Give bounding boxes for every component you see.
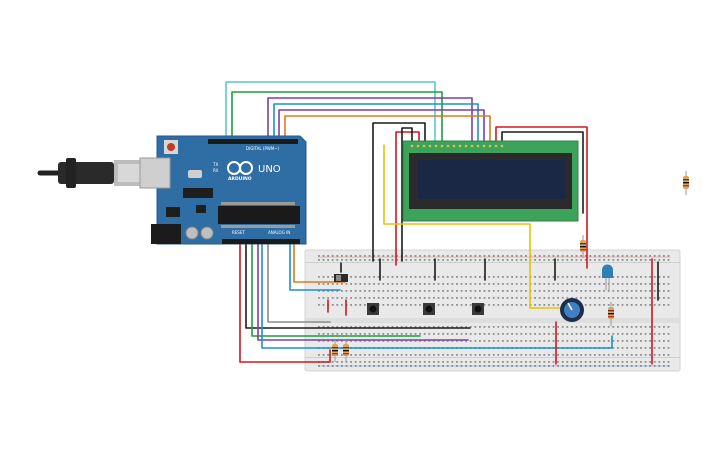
- arduino-uno[interactable]: ARDUINO UNO DIGITAL (PWM~) ANALOG IN TX …: [37, 135, 307, 245]
- led[interactable]: [602, 264, 613, 291]
- wire-purple-a1: [257, 243, 469, 341]
- wire-green-a0: [251, 243, 421, 337]
- wire-gray-a3: [267, 243, 331, 323]
- lcd-screen: [418, 160, 565, 199]
- wire-red-backlight: [495, 126, 588, 269]
- wire-yellow-lcd-v0: [383, 144, 561, 309]
- arduino-logo: [227, 161, 253, 175]
- wire-purple-d11: [267, 97, 473, 146]
- wire-black-lcd-vss: [372, 122, 426, 262]
- wire-green-d12: [231, 91, 443, 146]
- wire-red-lcd-vdd: [395, 131, 420, 266]
- push-buttons: [367, 303, 484, 315]
- resistors: [332, 171, 689, 362]
- wire-orange-d8: [284, 115, 491, 146]
- power-analog-header[interactable]: [222, 239, 300, 244]
- slide-switch[interactable]: [334, 274, 348, 282]
- model-label: UNO: [258, 164, 281, 175]
- resistor-led[interactable]: [608, 302, 614, 326]
- lcd-16x2[interactable]: [402, 140, 579, 222]
- tx-label: TX: [212, 162, 218, 167]
- push-button-3[interactable]: [472, 303, 484, 315]
- wire-black-gnd: [245, 243, 471, 329]
- wire-blue-d10: [273, 103, 479, 146]
- atmega-pins: [221, 202, 295, 228]
- reset-button[interactable]: [167, 143, 175, 151]
- digital-label: DIGITAL (PWM~): [246, 146, 280, 151]
- wire-black-lcd-rw: [401, 127, 413, 262]
- wire-blue-d6: [289, 243, 341, 291]
- resistor-lcd-backlight[interactable]: [580, 235, 586, 258]
- resistor-loose[interactable]: [683, 171, 689, 195]
- breadboard[interactable]: [304, 249, 681, 372]
- wire-red-5v: [239, 243, 331, 363]
- push-button-1[interactable]: [367, 303, 379, 315]
- usb-cable: [37, 158, 144, 188]
- reset-label: RESET: [232, 230, 245, 235]
- resistor-button-1[interactable]: [332, 340, 338, 362]
- rx-label: RX: [213, 168, 219, 173]
- wire-blue-a2: [261, 243, 613, 349]
- resistor-button-2[interactable]: [343, 340, 349, 362]
- push-button-2[interactable]: [423, 303, 435, 315]
- potentiometer[interactable]: [560, 298, 584, 322]
- wire-purple-d9: [278, 109, 485, 146]
- breadboard-holes: [318, 255, 670, 367]
- analog-label: ANALOG IN: [268, 230, 290, 235]
- wire-cyan-d13: [225, 81, 436, 146]
- brand-label: ARDUINO: [228, 176, 252, 182]
- wire-orange-d7: [293, 243, 346, 283]
- digital-header[interactable]: [208, 139, 298, 144]
- lcd-pins: [410, 144, 504, 148]
- wire-black-backlight: [501, 131, 584, 214]
- wires: [225, 81, 659, 365]
